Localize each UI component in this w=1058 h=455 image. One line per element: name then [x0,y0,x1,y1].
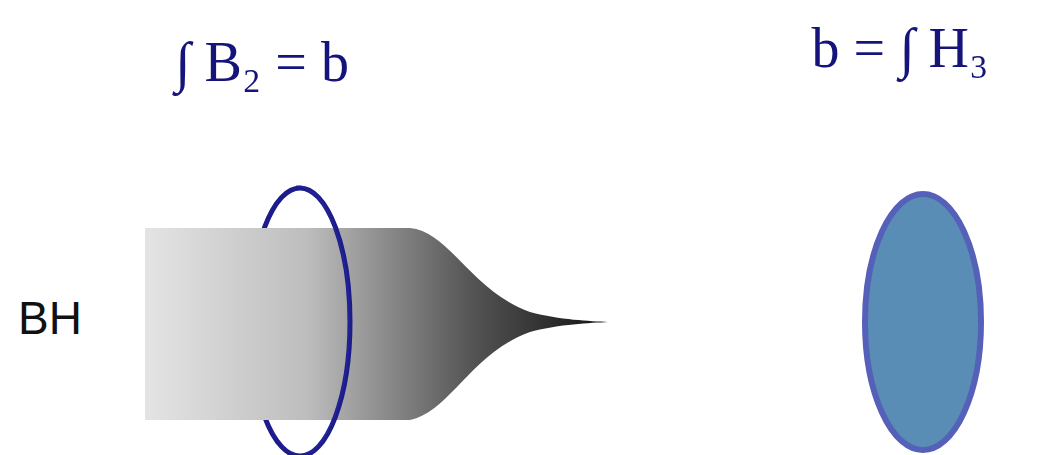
flux-formula: b = ∫ H₃ [812,16,989,80]
disk [865,194,981,450]
ring-sketch [296,186,349,455]
black-hole-label: BH [18,291,82,345]
ring-front [300,188,350,455]
flux-formula: ∫ B₂ = b [175,30,349,94]
black-hole-throat [145,228,608,420]
